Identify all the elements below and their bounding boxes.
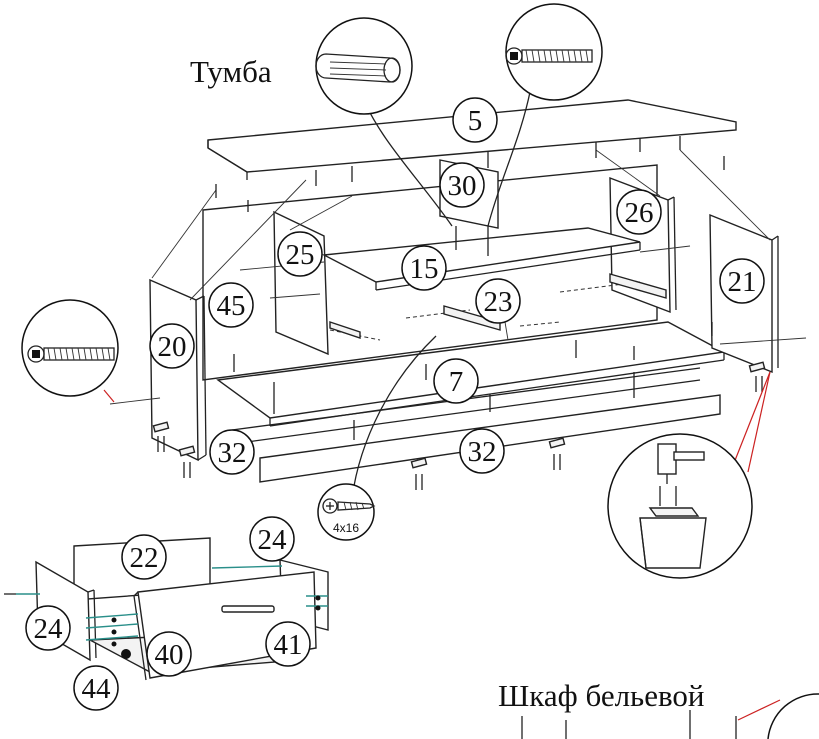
svg-text:23: 23 — [484, 286, 513, 318]
part-label-7: 7 — [433, 358, 479, 404]
part-label-45: 45 — [208, 282, 254, 328]
svg-text:25: 25 — [286, 239, 315, 271]
part-label-22: 22 — [121, 534, 167, 580]
svg-text:32: 32 — [468, 436, 497, 468]
svg-text:15: 15 — [410, 253, 439, 285]
part-label-21: 21 — [719, 258, 765, 304]
wardrobe-pins — [521, 693, 819, 739]
dowel-icon — [315, 53, 401, 83]
part-label-23: 23 — [475, 278, 521, 324]
part-label-24-top: 24 — [249, 516, 295, 562]
svg-text:24: 24 — [258, 524, 288, 556]
svg-text:7: 7 — [449, 366, 464, 398]
euro-screw-callout-top — [505, 3, 603, 101]
part-label-26: 26 — [616, 189, 662, 235]
left-side-panel — [149, 278, 207, 462]
svg-text:26: 26 — [625, 197, 654, 229]
svg-text:20: 20 — [158, 331, 187, 363]
euro-screw-callout-left — [21, 299, 119, 397]
svg-text:41: 41 — [274, 629, 303, 661]
title-tumba: Тумба — [190, 54, 272, 89]
part-label-40: 40 — [146, 631, 192, 677]
part-label-25: 25 — [277, 231, 323, 277]
part-label-32-bottom: 32 — [459, 428, 505, 474]
svg-text:5: 5 — [468, 105, 483, 137]
svg-text:21: 21 — [728, 266, 757, 298]
euro-screw-icon — [505, 47, 593, 65]
tapping-screw-callout: 4х16 — [317, 483, 376, 541]
part-label-15: 15 — [401, 245, 447, 291]
svg-text:30: 30 — [448, 170, 477, 202]
part-label-20: 20 — [149, 323, 195, 369]
euro-screw-icon — [27, 345, 115, 363]
title-shkaf: Шкаф бельевой — [498, 678, 704, 713]
foot-supports — [152, 361, 766, 490]
pins — [215, 136, 725, 440]
screw-spec: 4х16 — [333, 521, 359, 535]
part-label-30: 30 — [439, 162, 485, 208]
svg-text:22: 22 — [130, 542, 159, 574]
part-label-32-left: 32 — [209, 429, 255, 475]
svg-text:40: 40 — [155, 639, 184, 671]
hammer-icon — [657, 443, 705, 484]
svg-text:45: 45 — [217, 290, 246, 322]
handle-icon — [221, 605, 275, 613]
tapping-screw-icon — [322, 498, 376, 514]
svg-text:32: 32 — [218, 437, 247, 469]
part-label-41: 41 — [265, 621, 311, 667]
hammer-detail-callout — [607, 433, 753, 579]
slide-rails — [329, 273, 667, 341]
part-label-5: 5 — [452, 97, 498, 143]
svg-text:24: 24 — [34, 613, 64, 645]
part-label-44: 44 — [73, 665, 119, 711]
dowel-callout — [315, 17, 413, 115]
svg-text:44: 44 — [82, 673, 112, 705]
part-label-24-left: 24 — [25, 605, 71, 651]
